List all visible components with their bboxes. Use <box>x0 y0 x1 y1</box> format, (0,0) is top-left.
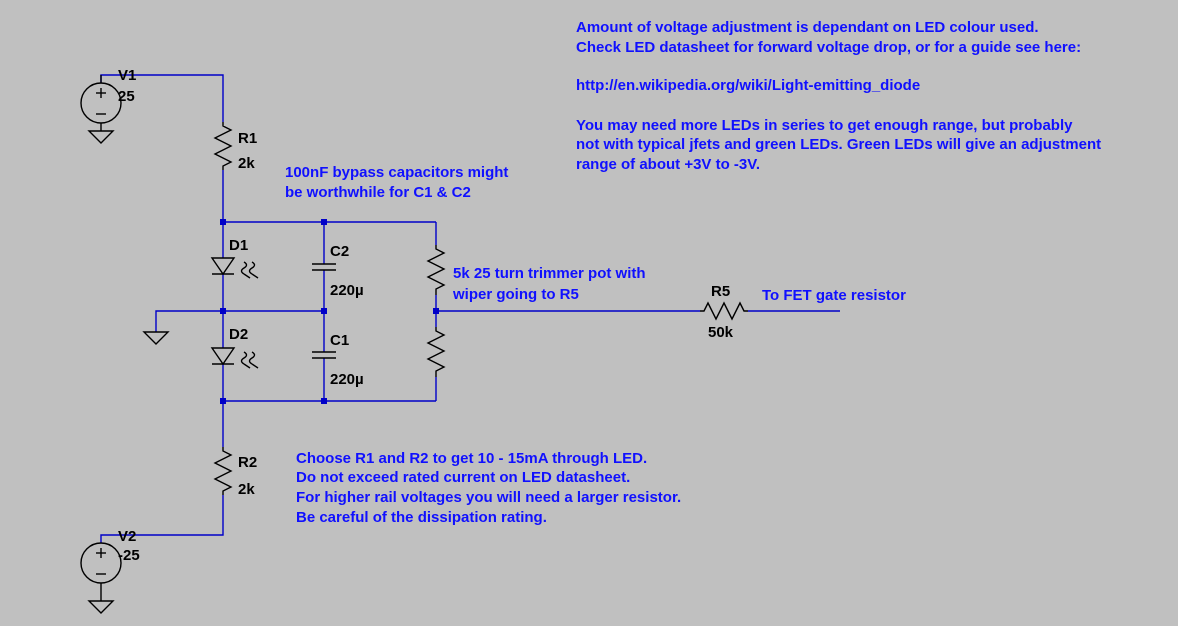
note-line: Check LED datasheet for forward voltage … <box>576 39 1081 56</box>
note-bypass: 100nF bypass capacitors might be worthwh… <box>285 164 508 201</box>
note-top-right: Amount of voltage adjustment is dependan… <box>576 19 1101 173</box>
trimmer-pot[interactable] <box>426 245 446 377</box>
resistor-r5[interactable]: R5 50k <box>700 283 748 341</box>
note-line: 5k 25 turn trimmer pot with <box>453 265 646 282</box>
junction-dot <box>433 308 439 314</box>
note-line: be worthwhile for C1 & C2 <box>285 184 471 201</box>
d2-triangle <box>210 347 236 366</box>
r2-value: 2k <box>238 481 255 498</box>
note-line: not with typical jfets and green LEDs. G… <box>576 136 1101 153</box>
note-pot: 5k 25 turn trimmer pot with wiper going … <box>452 265 646 303</box>
d1-name: D1 <box>229 237 248 254</box>
r5-zigzag <box>700 301 748 321</box>
note-line: wiper going to R5 <box>452 286 579 303</box>
v1-name: V1 <box>118 67 136 84</box>
note-link[interactable]: http://en.wikipedia.org/wiki/Light-emitt… <box>576 77 920 94</box>
ground-icon <box>142 331 170 345</box>
note-line: You may need more LEDs in series to get … <box>576 117 1073 134</box>
led-d1[interactable]: D1 <box>210 237 259 279</box>
note-bottom: Choose R1 and R2 to get 10 - 15mA throug… <box>296 450 681 526</box>
r5-name: R5 <box>711 283 730 300</box>
resistor-r1[interactable]: R1 2k <box>213 122 257 172</box>
r1-name: R1 <box>238 130 257 147</box>
junction-dot <box>220 219 226 225</box>
v1-value: 25 <box>118 88 135 105</box>
c2-name: C2 <box>330 243 349 260</box>
output-label: To FET gate resistor <box>762 287 906 304</box>
r2-name: R2 <box>238 454 257 471</box>
capacitor-c2[interactable]: C2 220µ <box>312 243 364 299</box>
junction-dot <box>321 398 327 404</box>
c1-value: 220µ <box>330 371 364 388</box>
led-d2[interactable]: D2 <box>210 326 259 369</box>
ground-icon <box>87 600 115 614</box>
wire-ground-rail <box>155 310 324 332</box>
junction-dot <box>321 219 327 225</box>
light-rays-icon <box>240 261 259 279</box>
r1-zigzag <box>213 122 233 170</box>
wire-r2-v2 <box>100 495 224 543</box>
ground-icon <box>87 130 115 144</box>
r2-zigzag <box>213 447 233 495</box>
note-line: Be careful of the dissipation rating. <box>296 509 547 526</box>
pot-upper-zigzag <box>426 245 446 295</box>
c2-value: 220µ <box>330 282 364 299</box>
voltage-source-v1[interactable]: V1 25 <box>80 67 136 144</box>
junction-dot <box>220 308 226 314</box>
capacitor-c1[interactable]: C1 220µ <box>312 332 364 388</box>
junctions <box>220 219 439 404</box>
note-line: Amount of voltage adjustment is dependan… <box>576 19 1039 36</box>
junction-dot <box>321 308 327 314</box>
v2-value: -25 <box>118 547 140 564</box>
r5-value: 50k <box>708 324 734 341</box>
note-line: For higher rail voltages you will need a… <box>296 489 681 506</box>
v2-name: V2 <box>118 528 136 545</box>
junction-dot <box>220 398 226 404</box>
note-line: 100nF bypass capacitors might <box>285 164 508 181</box>
note-line: Do not exceed rated current on LED datas… <box>296 469 630 486</box>
wires <box>100 74 840 543</box>
note-line: Choose R1 and R2 to get 10 - 15mA throug… <box>296 450 647 467</box>
resistor-r2[interactable]: R2 2k <box>213 447 257 498</box>
note-line: range of about +3V to -3V. <box>576 156 760 173</box>
voltage-source-v2[interactable]: V2 -25 <box>80 528 140 614</box>
light-rays-icon <box>240 351 259 369</box>
c1-name: C1 <box>330 332 349 349</box>
d2-name: D2 <box>229 326 248 343</box>
d1-triangle <box>210 257 236 276</box>
pot-lower-zigzag <box>426 327 446 377</box>
r1-value: 2k <box>238 155 255 172</box>
